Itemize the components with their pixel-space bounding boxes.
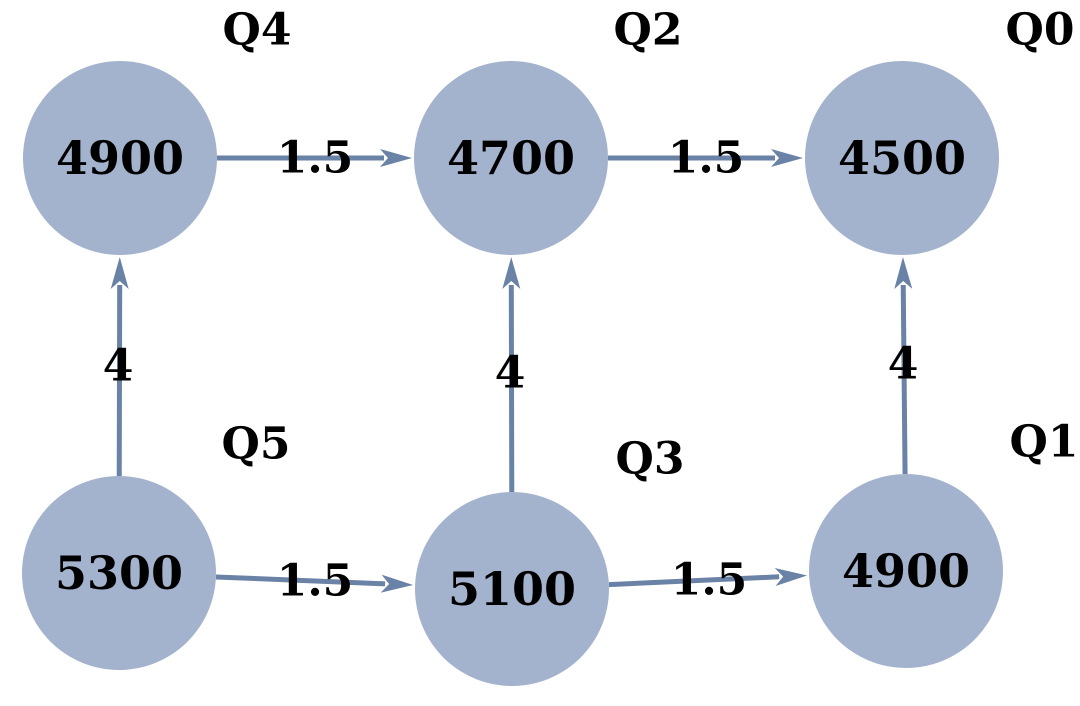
- node-circle: [809, 474, 1003, 668]
- edge-q4-to-q2: [217, 149, 412, 167]
- arrow-head-icon: [502, 256, 521, 290]
- edge-q3-to-q1: [608, 567, 808, 588]
- node-value: 4700: [447, 131, 575, 185]
- edge-weight-label: 4: [888, 339, 919, 390]
- node-label: Q3: [616, 434, 685, 485]
- node-label: Q4: [223, 5, 292, 56]
- arrow-head-icon: [380, 574, 414, 593]
- edge-weight-label: 4: [103, 341, 134, 392]
- node-q5: 5300: [22, 476, 216, 670]
- node-q1: 4900: [809, 474, 1003, 668]
- edge-weight-label: 1.5: [671, 555, 748, 606]
- edge-q5-to-q4: [110, 256, 129, 477]
- edge-line: [215, 574, 386, 587]
- arrow-head-icon: [380, 149, 412, 167]
- nodes-layer: 4500 4900 4700 5100 4900 5300: [22, 61, 1003, 686]
- node-label: Q5: [222, 419, 291, 470]
- edges-layer: [110, 149, 913, 593]
- edge-line: [900, 284, 908, 475]
- node-circle: [22, 476, 216, 670]
- arrow-head-icon: [110, 256, 129, 290]
- edge-q5-to-q3: [215, 574, 414, 593]
- node-value: 5100: [448, 562, 576, 616]
- node-label: Q1: [1010, 417, 1079, 468]
- node-circle: [415, 492, 609, 686]
- edge-q1-to-q0: [894, 256, 913, 475]
- edge-weight-label: 1.5: [277, 556, 354, 607]
- edge-weight-label: 4: [495, 348, 526, 399]
- edge-weight-label: 1.5: [668, 133, 745, 184]
- node-q4: 4900: [23, 61, 217, 255]
- edge-q2-to-q0: [608, 149, 803, 167]
- node-q0: 4500: [805, 61, 999, 255]
- node-circle: [23, 61, 217, 255]
- node-q3: 5100: [415, 492, 609, 686]
- edge-line: [608, 574, 780, 588]
- node-circle: [805, 61, 999, 255]
- node-label: Q2: [614, 5, 683, 56]
- edge-q3-to-q2: [502, 256, 521, 493]
- arrow-head-icon: [771, 149, 803, 167]
- node-q2: 4700: [414, 61, 608, 255]
- arrow-head-icon: [894, 256, 913, 290]
- node-value: 4500: [838, 131, 966, 185]
- node-label: Q0: [1006, 5, 1075, 56]
- node-circle: [414, 61, 608, 255]
- node-value: 4900: [56, 131, 184, 185]
- node-value: 4900: [842, 544, 970, 598]
- edge-weight-label: 1.5: [277, 133, 354, 184]
- arrow-head-icon: [774, 567, 808, 586]
- node-value: 5300: [55, 546, 183, 600]
